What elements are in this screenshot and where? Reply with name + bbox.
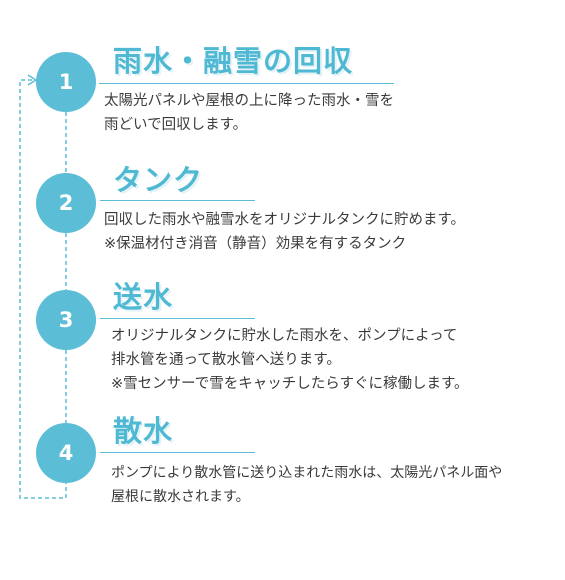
step-description: 回収した雨水や融雪水をオリジナルタンクに貯めます。 ※保温材付き消音（静音）効果… [104,208,465,256]
description-line: 雨どいで回収します。 [104,117,248,133]
step-number-badge: 2 [36,173,96,233]
description-line: 屋根に散水されます。 [111,489,250,505]
description-line: 排水管を通って散水管へ送ります。 [111,352,341,368]
description-line: オリジナルタンクに貯水した雨水を、ポンプによって [111,328,458,344]
title-underline [100,318,255,319]
description-line: 太陽光パネルや屋根の上に降った雨水・雪を [104,93,394,109]
step-title: 送水 [113,280,174,314]
description-line: ポンプにより散水管に送り込まれた雨水は、太陽光パネル面や [111,465,503,481]
step-description: ポンプにより散水管に送り込まれた雨水は、太陽光パネル面や 屋根に散水されます。 [111,461,502,509]
title-underline [100,200,255,201]
step-number-badge: 3 [36,290,96,350]
step-number-badge: 1 [36,52,96,112]
step-description: 太陽光パネルや屋根の上に降った雨水・雪を 雨どいで回収します。 [104,89,394,137]
description-line: ※保温材付き消音（静音）効果を有するタンク [104,236,407,252]
loop-dashed-line [19,79,67,499]
description-line: ※雪センサーで雪をキャッチしたらすぐに稼働します。 [111,376,469,392]
step-title: 雨水・融雪の回収 [113,44,354,78]
title-underline [99,83,394,84]
title-underline [100,452,255,453]
step-number-badge: 4 [36,423,96,483]
step-title: 散水 [113,414,174,448]
description-line: 回収した雨水や融雪水をオリジナルタンクに貯めます。 [104,212,466,228]
step-title: タンク [113,163,204,197]
step-description: オリジナルタンクに貯水した雨水を、ポンプによって 排水管を通って散水管へ送ります… [111,324,469,396]
